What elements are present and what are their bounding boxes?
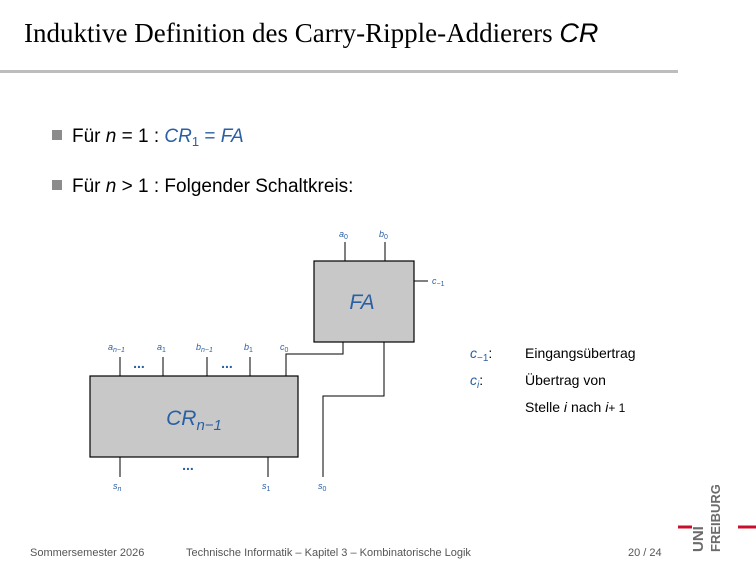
logo-text-freiburg: FREIBURG: [708, 484, 723, 552]
cr-input-b-ellipsis: ...: [221, 355, 233, 371]
cr-label: CRn−1: [166, 407, 222, 434]
footer-semester: Sommersemester 2026: [30, 547, 145, 559]
bullet-n-greater-1: Für n > 1 : Folgender Schaltkreis:: [52, 176, 353, 198]
cr-input-c0-label: c0: [280, 342, 289, 354]
legend-ci-symbol: ci:: [470, 372, 483, 391]
title-divider: [0, 70, 678, 73]
footer-course: Technische Informatik – Kapitel 3 – Komb…: [186, 547, 471, 559]
bullet-prefix: Für: [72, 176, 101, 197]
bullet-variable: n: [105, 126, 117, 147]
fa-carry-in-label: c−1: [432, 276, 445, 288]
fa-sum-wire: [322, 342, 385, 477]
cr-output-ellipsis: ...: [182, 457, 194, 473]
cr-box: [89, 375, 299, 458]
cr-input-a1-label: a1: [157, 342, 166, 354]
bullet-fa-symbol: FA: [220, 126, 244, 147]
bullet-cr-subscript: 1: [191, 134, 200, 149]
uni-freiburg-logo: UNI FREIBURG: [678, 484, 756, 552]
output-s1-label: s1: [262, 481, 271, 493]
fa-input-b0-label: b0: [379, 229, 388, 241]
bullet-cr-symbol: CR: [164, 126, 192, 147]
bullet-marker: [52, 180, 62, 190]
output-s0-label: s0: [318, 481, 327, 493]
logo-text-uni: UNI: [690, 526, 707, 552]
cr-input-bn-1-label: bn−1: [196, 342, 213, 354]
legend-ci-desc-cont: Stelle i nach i+ 1: [525, 399, 626, 415]
bullet-equals: =: [204, 126, 216, 147]
fa-input-a0-label: a0: [339, 229, 348, 241]
title-text: Induktive Definition des Carry-Ripple-Ad…: [24, 18, 553, 48]
fa-label: FA: [349, 291, 374, 314]
cr-input-an-1-label: an−1: [108, 342, 125, 354]
fa-box: [313, 260, 415, 343]
bullet-n-equals-1: Für n = 1 : CR1 = FA: [52, 126, 244, 149]
output-sn-label: sn: [113, 481, 122, 493]
legend-c-1-symbol: c−1:: [470, 345, 492, 364]
bullet-marker: [52, 130, 62, 140]
bullet-relation: = 1 :: [121, 126, 160, 147]
cr-input-b1-label: b1: [244, 342, 253, 354]
bullet-relation: > 1 : Folgender Schaltkreis:: [121, 176, 354, 197]
cr-input-a-ellipsis: ...: [133, 355, 145, 371]
title-symbol: CR: [559, 18, 599, 48]
footer-page-number: 20 / 24: [628, 547, 662, 559]
legend-ci-desc: Übertrag von: [525, 371, 606, 388]
legend-c-1-desc: Eingangsübertrag: [525, 345, 636, 361]
bullet-variable: n: [105, 176, 117, 197]
page-title: Induktive Definition des Carry-Ripple-Ad…: [24, 18, 598, 49]
bullet-prefix: Für: [72, 126, 101, 147]
fa-carry-out-wire: [285, 342, 344, 376]
